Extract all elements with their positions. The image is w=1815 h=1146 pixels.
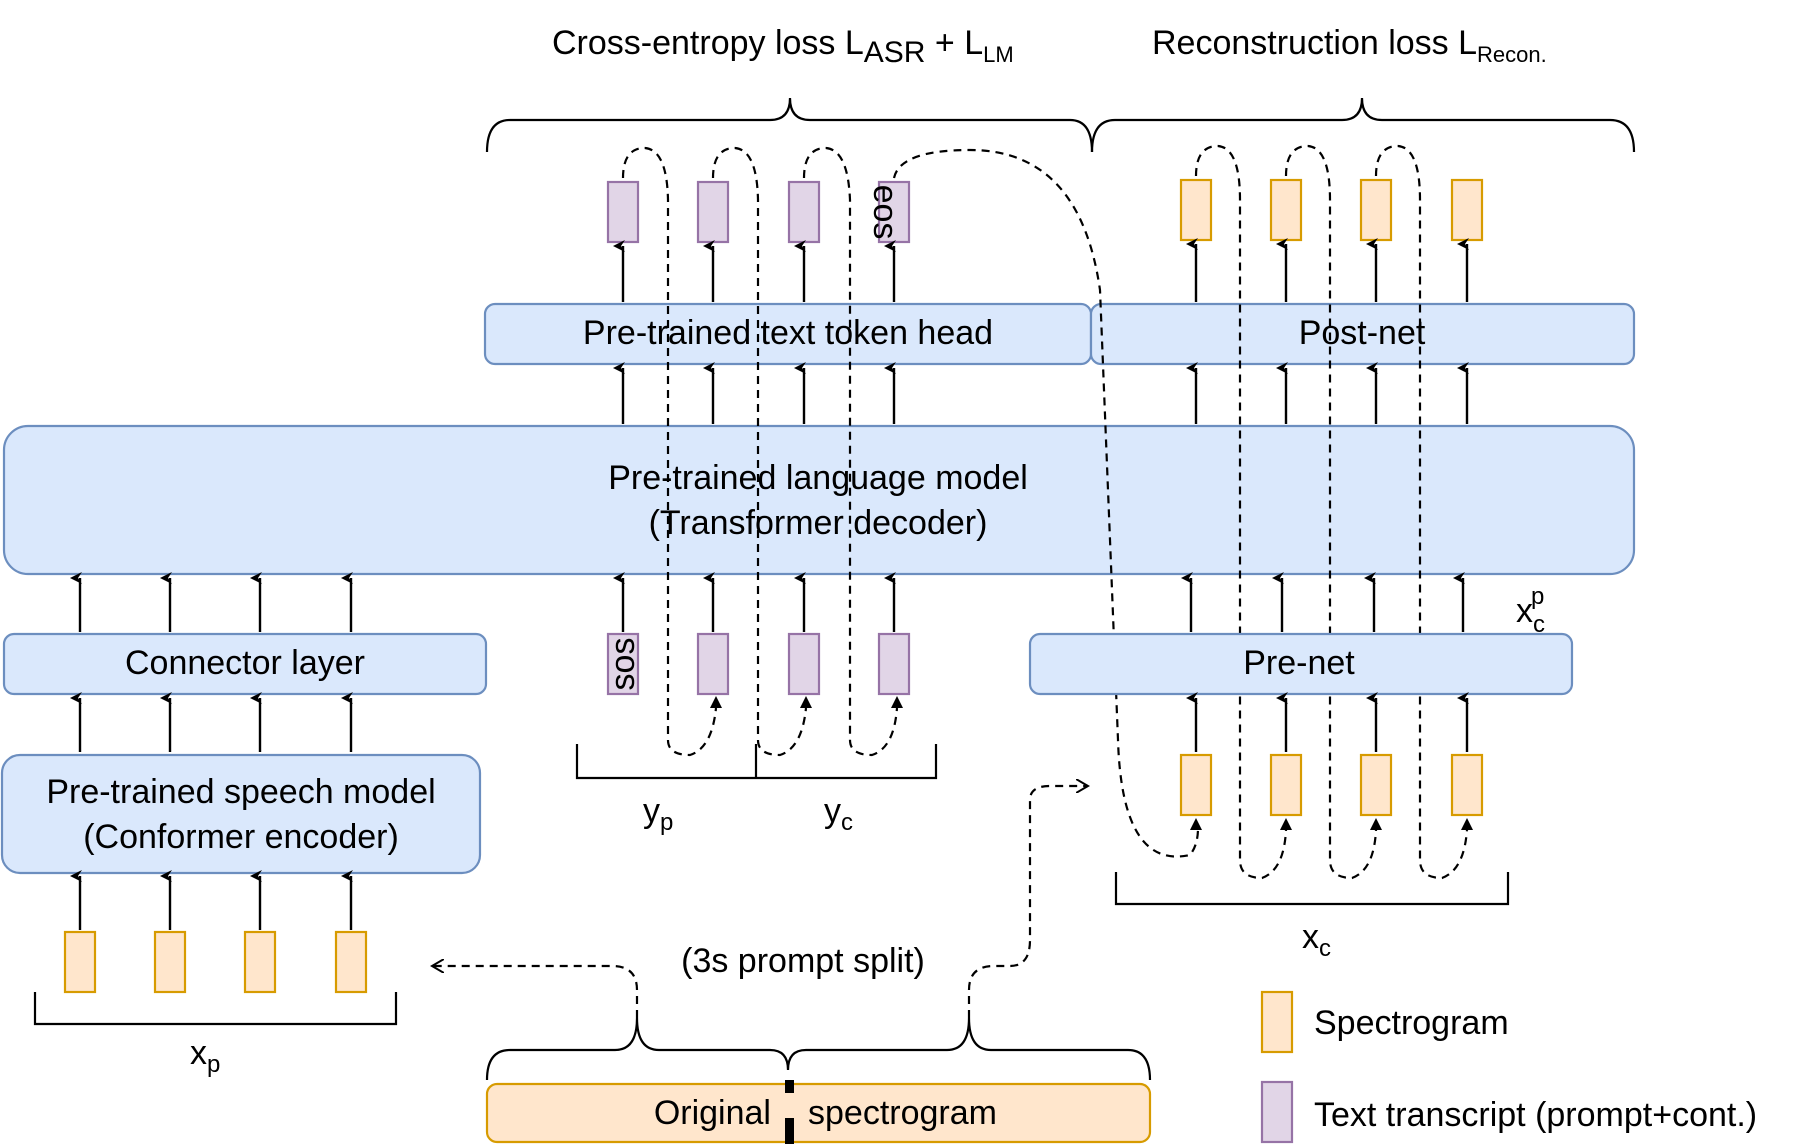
original-spectrogram [485,1082,1152,1144]
recon-loss-label: Reconstruction loss LRecon. [1152,24,1547,67]
prenet-output-arrows [1181,572,1465,632]
original-label-right: spectrogram [808,1094,997,1132]
legend-text-swatch [1260,1080,1294,1144]
continuation-spectrogram-frame [1359,753,1393,817]
legend-text-label: Text transcript (prompt+cont.) [1314,1096,1757,1134]
text-token-head-label: Pre-trained text token head [583,314,993,352]
xc-bracket [1114,872,1510,906]
spec-autoregressive-loops [1190,144,1473,880]
yp-yc-bracket [575,744,938,780]
lm-label-line2: (Transformer decoder) [649,504,988,542]
text-token-out [696,180,730,244]
original-split-brace [485,1017,1152,1081]
split-marker-top [785,1080,794,1093]
prompt-spectrogram-frame [153,930,187,994]
continuation-spectrogram-frame [1269,753,1303,817]
text-token-out [787,180,821,244]
ce-loss-brace [485,97,1094,153]
continuation-route [967,786,1088,1018]
sos-label: sos [604,638,642,691]
spectrogram-frame-out [1269,178,1303,242]
xc-label: xc [1302,918,1331,962]
prompt-spectrogram-frame [63,930,97,994]
xp-bracket [33,992,398,1026]
continuation-spectrogram-frame [1450,753,1484,817]
lm-output-arrows [613,362,1469,424]
original-label-left: Original [654,1094,771,1132]
connector-label: Connector layer [125,644,365,682]
yc-label: yc [824,792,853,836]
spectrogram-frame-out [1359,178,1393,242]
speech-label-line1: Pre-trained speech model [46,773,435,811]
encoder-output-arrows [70,692,353,752]
connector-output-arrows [70,572,353,632]
continuation-spectrogram-frame [1179,753,1213,817]
legend-spectrogram-swatch [1260,990,1294,1054]
pre-net-label: Pre-net [1243,644,1355,682]
speech-model-block [0,753,482,875]
recon-loss-brace [1090,97,1636,153]
legend: Spectrogram Text transcript (prompt+cont… [1260,990,1757,1144]
text-input-arrows [613,572,896,632]
speech-input-arrows [70,870,353,930]
text-token-in [787,632,821,696]
yp-label: yp [643,792,673,836]
spectrogram-frame-out [1450,178,1484,242]
text-token-out [606,180,640,244]
continuation-input-arrows [1186,692,1469,752]
prompt-spectrogram-frame [334,930,368,994]
xp-label: xp [190,1034,220,1078]
split-label: (3s prompt split) [681,942,925,980]
prompt-spectrogram-frame [243,930,277,994]
text-token-in-sos [606,632,640,696]
text-token-in [696,632,730,696]
ce-loss-label: Cross-entropy loss LASR + LLM [552,24,1014,69]
legend-spectrogram-label: Spectrogram [1314,1004,1509,1042]
split-marker-bottom [785,1118,794,1144]
text-autoregressive-loops [621,146,903,757]
prompt-route [432,966,639,1018]
eos-label: eos [866,185,904,240]
head-output-arrows [613,238,1469,302]
lm-label-line1: Pre-trained language model [608,459,1028,497]
spectrogram-frame-out [1179,178,1213,242]
xcp-label: xcp [1516,583,1545,638]
language-model-block [2,424,1636,576]
post-net [1089,302,1636,366]
pre-net [1028,632,1574,696]
speech-label-line2: (Conformer encoder) [83,818,399,856]
text-token-in [877,632,911,696]
post-net-label: Post-net [1299,314,1426,352]
connector-layer [2,632,488,696]
